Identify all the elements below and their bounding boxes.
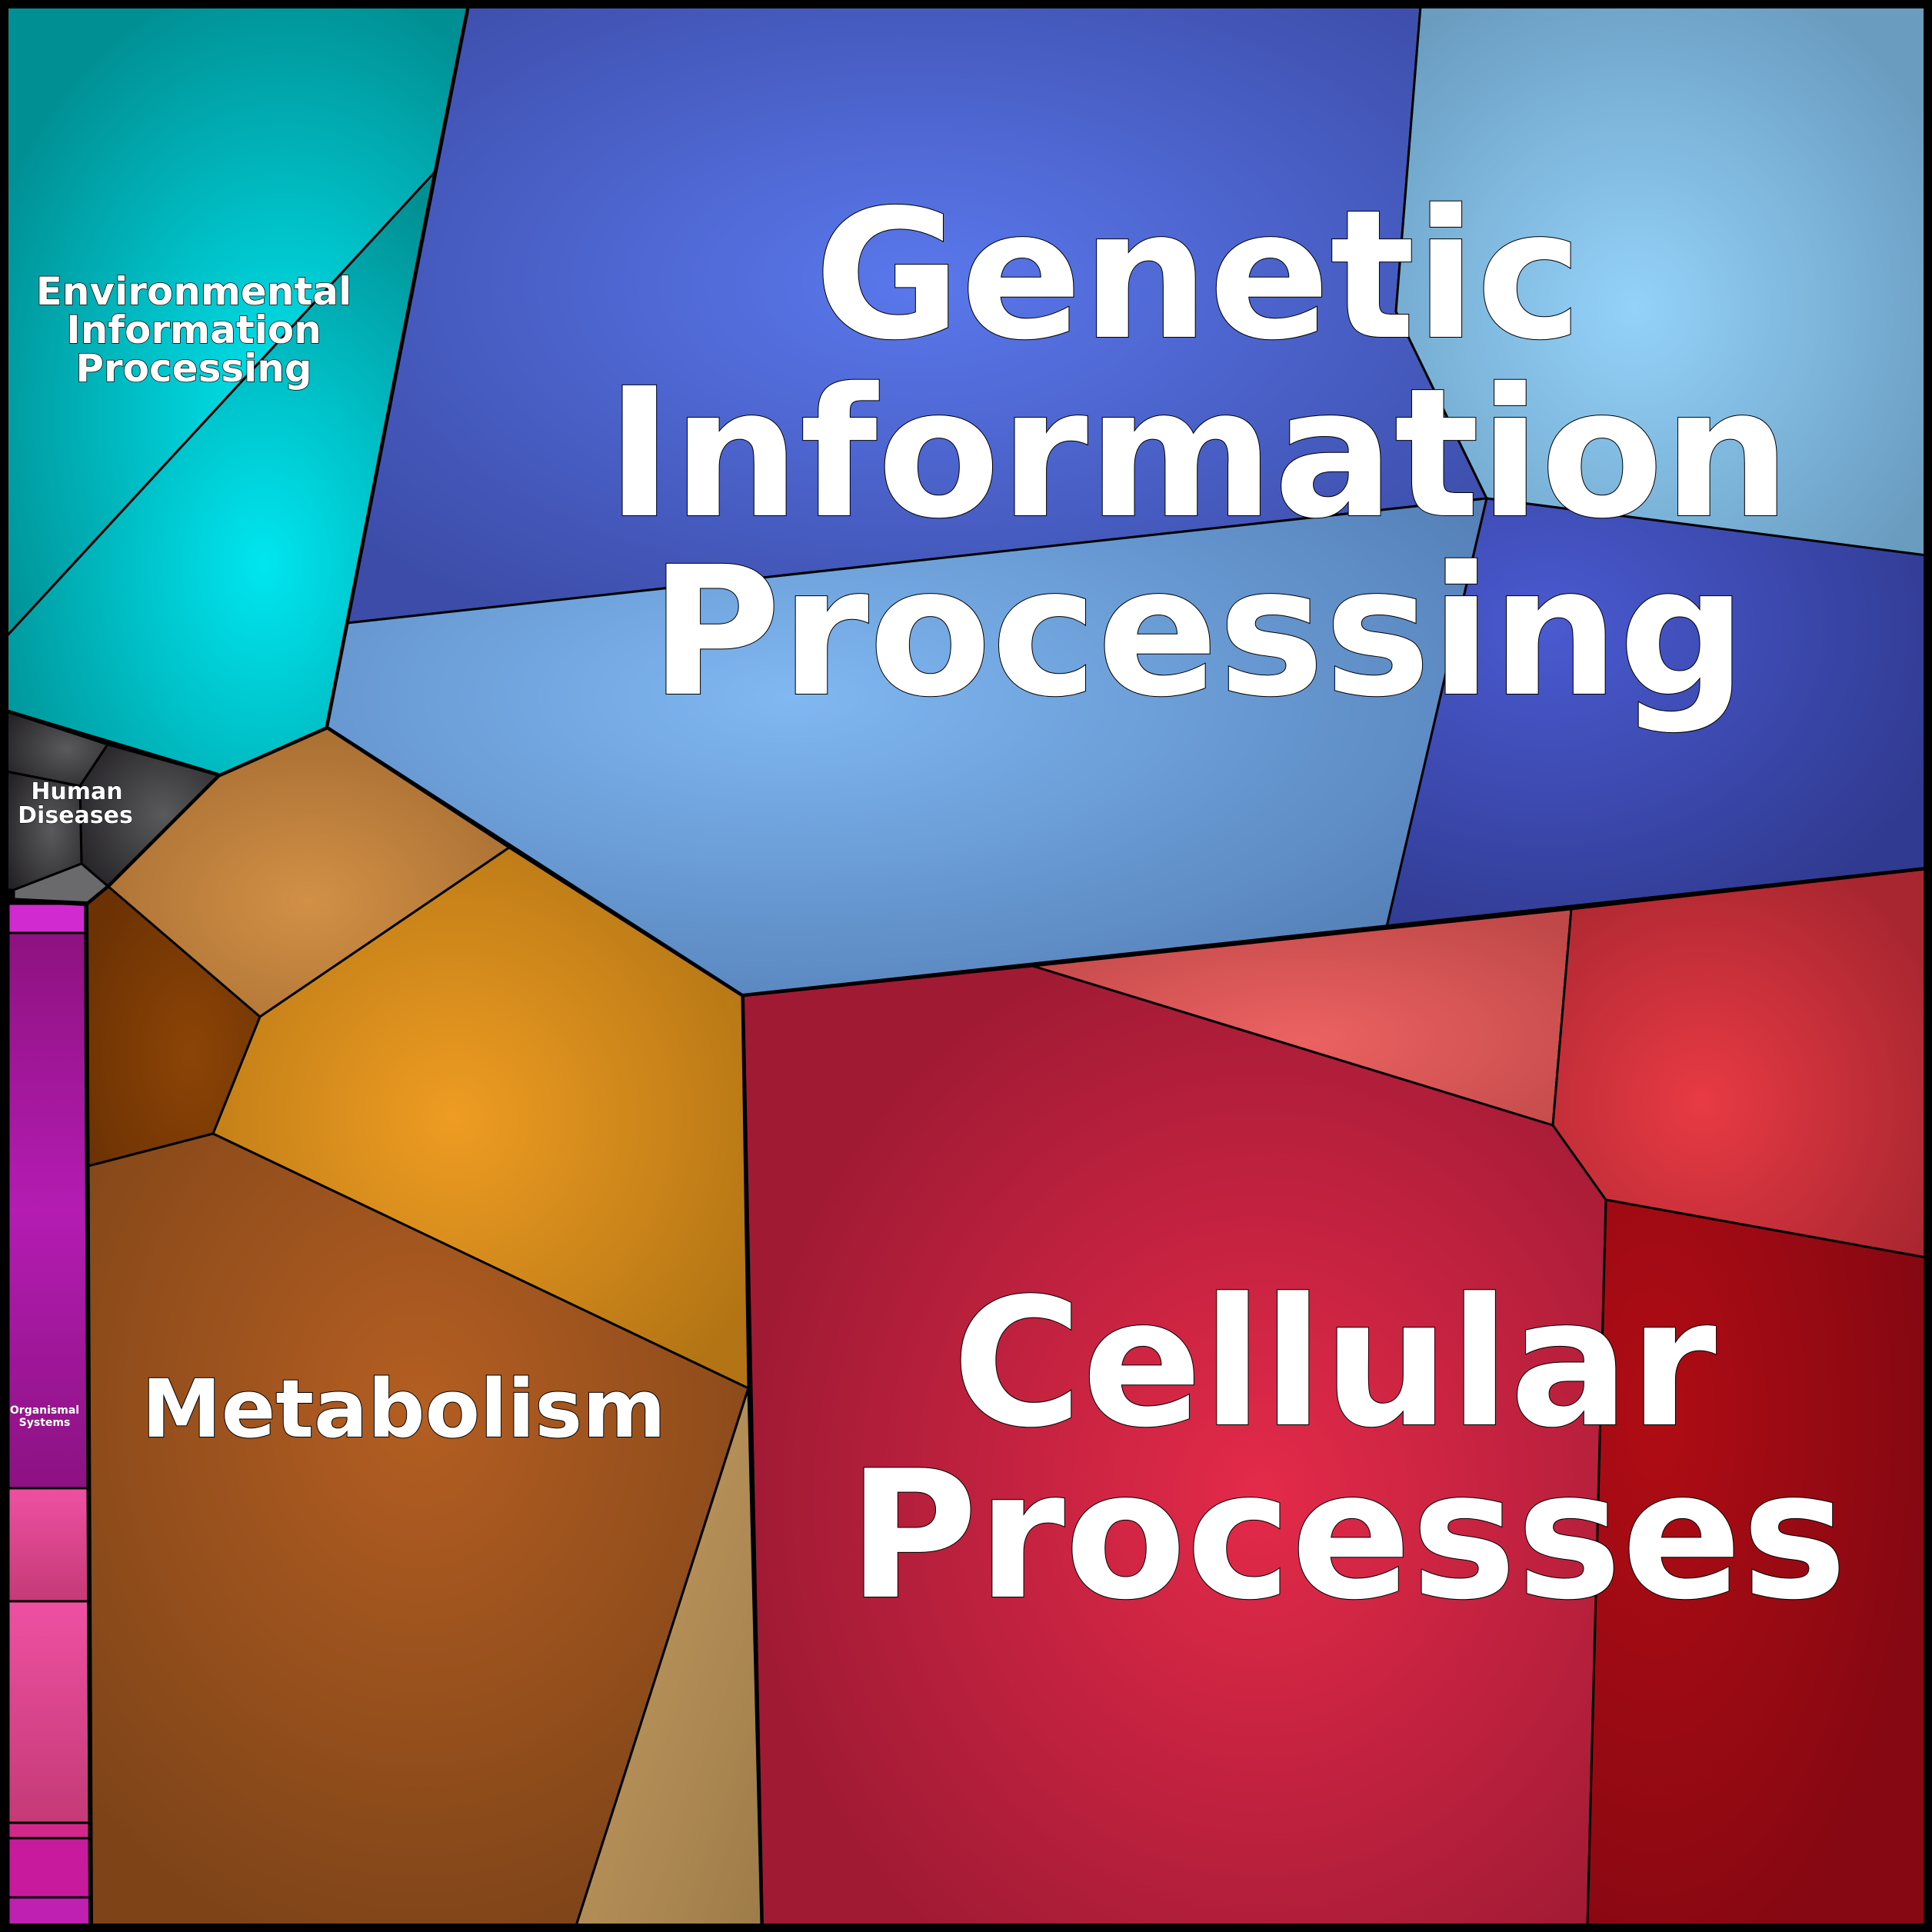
organismal-cell-bottom [7, 1896, 92, 1927]
human-label-line-1: Human [31, 778, 122, 805]
cellular-label-line-1: Cellular [952, 1261, 1717, 1467]
environmental-label-line-3: Processing [75, 346, 311, 391]
organismal-cell-pink-a [7, 1487, 90, 1603]
metabolism-label: Metabolism [141, 1361, 666, 1457]
metabolism-region [85, 725, 763, 1927]
genetic-label-line-1: Genetic [814, 172, 1582, 379]
organismal-cell-pink-b [7, 1600, 91, 1824]
cellular-processes-label: Cellular Processes [847, 1261, 1847, 1640]
environmental-information-processing-label: Environmental Information Processing [35, 268, 352, 391]
genetic-information-processing-label: Genetic Information Processing [605, 171, 1791, 737]
cellular-label-line-2: Processes [848, 1434, 1847, 1639]
organismal-region-border [5, 898, 93, 1927]
human-diseases-region [5, 710, 220, 905]
organismal-cell-top [7, 902, 88, 934]
organismal-cell-low [7, 1837, 92, 1899]
genetic-information-processing-region [324, 5, 1927, 998]
organismal-label-line-2: Systems [19, 1417, 71, 1429]
organismal-label-line-1: Organismal [10, 1404, 79, 1417]
genetic-label-line-3: Processing [650, 528, 1747, 736]
organismal-systems-label: Organismal Systems [10, 1404, 79, 1429]
human-label-line-2: Diseases [18, 802, 133, 829]
human-diseases-label: Human Diseases [18, 778, 134, 830]
organismal-systems-region [5, 898, 93, 1927]
metabolism-label-line-1: Metabolism [142, 1362, 665, 1456]
genetic-label-line-2: Information [606, 350, 1790, 558]
environmental-label-line-2: Information [66, 308, 321, 352]
organismal-cell-strip [7, 1821, 91, 1840]
environmental-information-processing-region [5, 5, 469, 778]
environmental-label-line-1: Environmental [36, 269, 351, 314]
